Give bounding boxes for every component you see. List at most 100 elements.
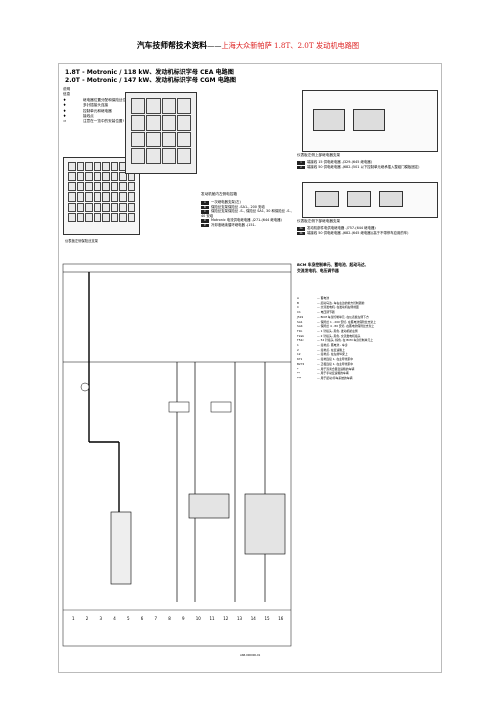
document-card: 1.8T - Motronic / 118 kW、发动机标识字母 CEA 电路图…	[58, 63, 442, 673]
legend-key: T2ab	[297, 333, 304, 338]
legend-row: SA1— 保险丝 1 , 200 安培, 在蓄电池保险丝支架上	[297, 320, 433, 325]
alternator	[244, 493, 286, 555]
bullet-text: 继电器位置分配和保险丝位置分配	[83, 97, 137, 102]
intro-list: 说明 信息 ♦继电器位置分配和保险丝位置分配♦多针插接头连接♦控制单元和继电器♦…	[63, 87, 137, 125]
legend-text: — BCM 车身控制单元, 在仪表板左侧下方	[317, 314, 369, 319]
section-label-row: 说明	[63, 87, 137, 92]
doc-title-line1: 1.8T - Motronic / 118 kW、发动机标识字母 CEA 电路图	[65, 69, 234, 76]
engine-text: 冷却液继续循环继电器 -J151-	[211, 222, 256, 227]
legend-text: — 蓄电池	[317, 296, 330, 300]
header-title: 汽车技师帮技术资料	[136, 41, 208, 50]
info-label-row: 信息	[63, 92, 137, 97]
bullet-mark: ♦	[63, 103, 67, 108]
engine-key: E	[201, 223, 209, 228]
legend-text: — 正极连接 1, 在主导线束中	[317, 361, 354, 366]
legend-row: T52c— 52 针插头, 棕色, 在 BCM 车身控制单元上	[297, 338, 433, 343]
legend-text: — 接地点, 在变速箱上	[317, 347, 345, 352]
legend-key: 1	[297, 343, 299, 348]
starter-motor	[188, 493, 230, 519]
legend-text: — 接地连接 1, 在主导线束中	[317, 357, 354, 362]
grid-number: 16	[278, 616, 284, 621]
engine-box-illustration	[125, 92, 197, 174]
grid-number: 12	[223, 616, 229, 621]
engine-compartment-title: 发动机舱内左侧电控箱	[201, 192, 237, 196]
grid-number: 5	[127, 616, 130, 621]
grid-number: 8	[168, 616, 171, 621]
grid-number: 3	[100, 616, 103, 621]
page-header: 汽车技师帮技术资料——上海大众新帕萨 1.8T、2.0T 发动机电路图	[0, 40, 496, 51]
lower-relay-text: 端接线 50 供电继电器 -J682-(645 继电器)(高于不带停车应用的车)	[307, 230, 409, 235]
legend-key: ***	[297, 375, 302, 380]
legend-row: 12 — 接地点, 在左前纵梁上	[297, 352, 433, 357]
legend-row: 2 — 接地点, 在变速箱上	[297, 348, 433, 353]
bullet-text: 多针插接头连接	[83, 103, 109, 108]
legend-key: *	[297, 366, 299, 371]
legend-row: **— 用于手动变速箱的车辆	[297, 371, 433, 376]
legend-key: SA1	[297, 319, 303, 324]
engine-key: D	[201, 219, 209, 223]
lower-relay-illustration	[302, 182, 438, 218]
grid-number: 11	[210, 616, 216, 621]
legend-text: — 起动马达, 车右左边的前方控制器前	[317, 300, 365, 305]
battery-component	[110, 511, 132, 585]
bullet-mark: ♦	[63, 97, 67, 102]
legend-key: B	[297, 300, 299, 305]
bullet-text: 接线点	[83, 114, 94, 119]
section-label: 说明	[63, 87, 71, 91]
info-label: 信息	[63, 92, 71, 97]
fuse-sa4	[210, 401, 232, 413]
legend-row: * — 用于双离合器变速箱的车辆	[297, 367, 433, 372]
grid-number: 2	[86, 616, 89, 621]
upper-right-title: 仪表板左侧上部继电器支架	[297, 153, 341, 157]
diagram-title-line1: BCM 车身控制单元、蓄电池、起动马达、	[297, 262, 369, 267]
legend-text: — 接地点, 在左前纵梁上	[317, 352, 348, 357]
bullet-item: ⇒注意在一览中的安装位置!	[63, 119, 137, 124]
legend-text: — 接地点, 蓄电池 - 车身	[317, 343, 348, 348]
lower-right-title: 仪表板左侧下部继电器支架	[297, 219, 341, 223]
grid-number: 13	[237, 616, 243, 621]
legend-row: B — 起动马达, 车右左边的前方控制器前	[297, 301, 433, 306]
grid-number: 10	[196, 616, 202, 621]
upper-relay-illustration	[302, 90, 438, 152]
bullet-item: ♦ 多针插接头连接	[63, 103, 137, 108]
legend-key: T52c	[297, 338, 304, 343]
diagram-title-line2: 交流发电机、电压调节器	[297, 268, 339, 273]
legend-key: 2	[297, 347, 299, 352]
legend-key: 12	[297, 352, 301, 357]
engine-key: B	[201, 205, 209, 210]
lower-relay-text: 发动机部件电供电继电器 -J757-(644 继电器)	[307, 226, 376, 230]
legend-key: SA4	[297, 324, 303, 329]
legend-row: 1 — 接地点, 蓄电池 - 车身	[297, 343, 433, 348]
legend-key: C1	[297, 310, 301, 315]
fuse-panel-caption: 仪表板左侧保险丝支架	[65, 239, 98, 243]
legend-key: **	[297, 371, 300, 376]
lower-relay-key: 2a	[297, 227, 305, 231]
legend-text: — 用于双离合器变速箱的车辆	[317, 366, 355, 371]
engine-text: 一次继电器支架(左)	[211, 200, 241, 204]
footer-code: ASB-000000-01	[240, 654, 261, 657]
bullet-item: ♦ 继电器位置分配和保险丝位置分配	[63, 98, 137, 103]
legend-text: — 保险丝 4 , 80 安培, 在蓄电池保险丝支架上	[317, 324, 375, 329]
engine-key: C	[201, 210, 209, 214]
legend-key: C	[297, 305, 299, 310]
legend-row: B272 — 正极连接 1, 在主导线束中	[297, 362, 433, 367]
bullet-list: ♦继电器位置分配和保险丝位置分配♦多针插接头连接♦控制单元和继电器♦接线点⇒注意…	[63, 98, 137, 125]
upper-relay-text: 端接线 50 供电继电器 -J682-(501 以下控制单元继承插入整组门模板固…	[307, 164, 420, 169]
bullet-mark: ♦	[63, 114, 67, 119]
upper-relay-key: 2	[297, 165, 305, 170]
legend-key: T1b	[297, 328, 303, 333]
legend-row: T2ab— 2 针插头, 黑色, 交流发电机插头	[297, 334, 433, 339]
legend-key: B272	[297, 361, 305, 366]
